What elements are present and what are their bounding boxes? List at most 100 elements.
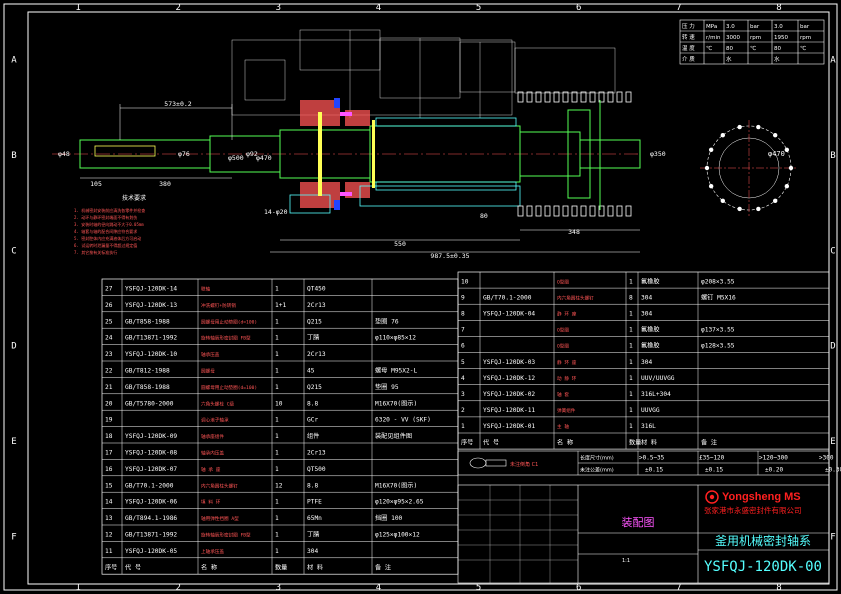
bom-cell: 旋转轴唇形密封圈 FB型 xyxy=(201,531,251,538)
bom-cell: 1 xyxy=(275,548,279,555)
bom-cell: GB/T5780-2000 xyxy=(125,400,174,407)
bom-cell: GB/T858-1988 xyxy=(125,318,170,325)
bom-cell: 19 xyxy=(105,417,113,424)
bom-cell: 10 xyxy=(461,278,469,285)
bom-header-cell: 名 称 xyxy=(201,563,217,571)
zone-number-bottom: 7 xyxy=(676,583,681,593)
spec-cell: 温 度 xyxy=(682,44,695,52)
bom-cell: 联轴 xyxy=(201,285,211,292)
bom-cell: UUVGG xyxy=(641,407,660,414)
spec-cell: 压 力 xyxy=(682,22,695,30)
bom-cell: GB/T13871-1992 xyxy=(125,335,177,342)
bom-cell: 21 xyxy=(105,384,113,391)
spec-cell: 水 xyxy=(774,55,780,63)
bom-cell: 1 xyxy=(275,417,279,424)
bom-cell: φ137×3.55 xyxy=(701,327,735,334)
zone-letter-left: E xyxy=(11,437,16,447)
bom-header-cell: 备 注 xyxy=(375,563,391,571)
zone-number-bottom: 2 xyxy=(175,583,180,593)
bom-cell: 1 xyxy=(275,466,279,473)
bom-cell: 304 xyxy=(641,359,652,366)
spec-cell: 3.0 xyxy=(726,24,735,30)
bom-cell: YSFQJ-120DK-11 xyxy=(483,407,535,414)
bom-cell: φ208×3.55 xyxy=(701,278,735,285)
bom-cell: M16X70(图示) xyxy=(375,400,417,407)
bom-cell: 调心滚子轴承 xyxy=(201,417,229,424)
bom-cell: GCr xyxy=(307,417,318,424)
drawing-number: YSFQJ-120DK-00 xyxy=(704,559,822,575)
title-block: Yongsheng MS 张家港市永盛密封件有限公司 装配图 釜用机械密封轴系 … xyxy=(457,484,830,584)
bom-cell: 25 xyxy=(105,318,113,325)
bom-cell: 填 料 环 xyxy=(201,499,221,506)
drawing-type: 装配图 xyxy=(622,516,655,529)
bom-cell: 17 xyxy=(105,449,113,456)
bom-header-cell: 序号 xyxy=(105,563,117,571)
bom-cell: 垫圈 76 xyxy=(375,317,399,325)
bom-cell: 20 xyxy=(105,400,113,407)
bom-cell: 2Cr13 xyxy=(307,351,326,358)
bom-cell: PTFE xyxy=(307,499,322,506)
bom-cell: YSFQJ-120DK-05 xyxy=(125,548,177,555)
bom-cell: 8.8 xyxy=(307,482,318,489)
dim-573: 573±0.2 xyxy=(164,100,191,108)
bom-cell: GB/T812-1988 xyxy=(125,367,170,374)
dim-circle: φ470 xyxy=(768,150,785,158)
tech-note-line: 6. 试运转时泄漏量不得超过规定值 xyxy=(74,242,137,248)
spec-cell: rpm xyxy=(750,35,761,41)
flange-end-view: φ470 xyxy=(700,120,798,216)
zone-letter-right: A xyxy=(830,56,836,66)
dim-380: 380 xyxy=(159,180,171,188)
bom-cell: 1 xyxy=(629,343,633,350)
bom-cell: 内六角圆柱头螺钉 xyxy=(557,294,594,301)
bom-cell: 304 xyxy=(641,310,652,317)
bom-cell: 9 xyxy=(461,294,465,301)
spec-cell: ℃ xyxy=(800,45,806,52)
bom-cell: 1 xyxy=(629,359,633,366)
bom-cell: 10 xyxy=(275,400,283,407)
zone-number-top: 7 xyxy=(676,3,681,13)
drawing-title: 釜用机械密封轴系 xyxy=(715,533,811,548)
tolerance-table: 未注倒角 C1长度尺寸(mm)未注公差(mm)>0.5~35£35~120>12… xyxy=(457,450,841,476)
tolerance-label-length: 长度尺寸(mm) xyxy=(580,455,614,462)
bom-cell: 1 xyxy=(629,407,633,414)
spec-cell: bar xyxy=(800,24,810,30)
bom-cell: 1 xyxy=(629,310,633,317)
bom-header-cell: 代 号 xyxy=(483,438,499,446)
bom-cell: 1 xyxy=(461,423,465,430)
zone-letter-left: D xyxy=(11,342,16,352)
bom-cell: 1 xyxy=(275,285,279,292)
bom-cell: O型圈 xyxy=(557,327,569,334)
bom-cell: 轴承压盖 xyxy=(201,351,220,358)
bom-cell: 轴承座组件 xyxy=(201,433,224,440)
spec-cell: bar xyxy=(750,24,760,30)
bom-cell: 6 xyxy=(461,343,465,350)
dim-d350: φ350 xyxy=(650,150,666,158)
bom-cell: 2Cr13 xyxy=(307,449,326,456)
zone-number-bottom: 6 xyxy=(576,583,581,593)
zone-letter-right: B xyxy=(830,151,835,161)
bom-header-cell: 序号 xyxy=(461,438,473,446)
bom-cell: 1 xyxy=(275,318,279,325)
bom-header-cell: 数量 xyxy=(629,438,641,446)
tech-note-line: 7. 其它按有关标准执行 xyxy=(74,249,117,255)
zone-number-bottom: 5 xyxy=(476,583,481,593)
bom-cell: YSFQJ-120DK-12 xyxy=(483,375,535,382)
tech-note-line: 5. 密封腔体内应充满液体后方可启动 xyxy=(74,235,141,241)
bom-cell: 1 xyxy=(275,384,279,391)
zone-number-bottom: 4 xyxy=(376,583,381,593)
bom-cell: 1 xyxy=(275,531,279,538)
bom-cell: YSFQJ-120DK-06 xyxy=(125,499,177,506)
zone-letter-left: F xyxy=(11,532,16,542)
bom-cell: 氟橡胶 xyxy=(641,277,660,285)
bom-header-cell: 材 料 xyxy=(307,563,323,571)
zone-number-top: 6 xyxy=(576,3,581,13)
bom-cell: 316L+304 xyxy=(641,391,671,398)
tech-note-line: 3. 安装时轴的径向跳动不大于0.05mm xyxy=(74,221,144,227)
bom-cell: 316L xyxy=(641,423,656,430)
bom-cell: 1 xyxy=(629,423,633,430)
bom-cell: 1 xyxy=(629,327,633,334)
company-logo xyxy=(705,490,719,504)
spec-cell: ℃ xyxy=(706,45,712,52)
bom-cell: YSFQJ-120DK-08 xyxy=(125,449,177,456)
bom-cell: 静 环 座 xyxy=(557,359,577,366)
